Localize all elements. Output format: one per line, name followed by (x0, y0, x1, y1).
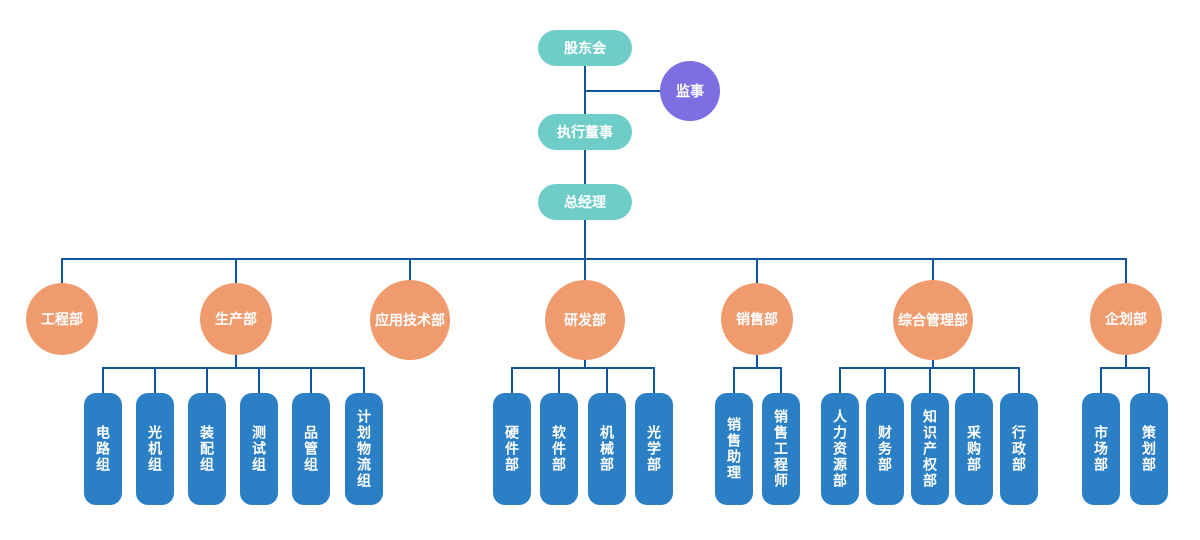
node-subdept-ip[interactable]: 知识产权部 (911, 393, 949, 505)
node-dept-applied-technology[interactable]: 应用技术部 (370, 280, 450, 360)
node-team-planning-logistics[interactable]: 计划物流组 (345, 393, 383, 505)
node-dept-rnd[interactable]: 研发部 (545, 280, 625, 360)
node-subdept-procurement[interactable]: 采购部 (955, 393, 993, 505)
node-dept-general-management[interactable]: 综合管理部 (893, 280, 973, 360)
node-dept-production[interactable]: 生产部 (200, 283, 272, 355)
node-dept-sales[interactable]: 销售部 (721, 283, 793, 355)
node-general-manager[interactable]: 总经理 (538, 184, 632, 220)
node-subdept-hardware[interactable]: 硬件部 (493, 393, 531, 505)
node-supervisor[interactable]: 监事 (660, 61, 720, 121)
node-subdept-mechanical[interactable]: 机械部 (588, 393, 626, 505)
node-team-assembly[interactable]: 装配组 (188, 393, 226, 505)
node-role-sales-engineer[interactable]: 销售工程师 (762, 393, 800, 505)
node-subdept-optics[interactable]: 光学部 (635, 393, 673, 505)
node-role-sales-assistant[interactable]: 销售助理 (715, 393, 753, 505)
node-subdept-software[interactable]: 软件部 (540, 393, 578, 505)
node-subdept-hr[interactable]: 人力资源部 (821, 393, 859, 505)
node-subdept-strategy[interactable]: 策划部 (1130, 393, 1168, 505)
node-shareholders-meeting[interactable]: 股东会 (538, 30, 632, 66)
node-team-opto-mechanical[interactable]: 光机组 (136, 393, 174, 505)
node-subdept-marketing[interactable]: 市场部 (1082, 393, 1120, 505)
node-subdept-administration[interactable]: 行政部 (1000, 393, 1038, 505)
node-dept-planning[interactable]: 企划部 (1090, 283, 1162, 355)
node-subdept-finance[interactable]: 财务部 (866, 393, 904, 505)
node-team-quality[interactable]: 品管组 (292, 393, 330, 505)
node-dept-engineering[interactable]: 工程部 (26, 283, 98, 355)
node-team-testing[interactable]: 测试组 (240, 393, 278, 505)
node-team-circuit[interactable]: 电路组 (84, 393, 122, 505)
node-executive-director[interactable]: 执行董事 (538, 114, 632, 150)
